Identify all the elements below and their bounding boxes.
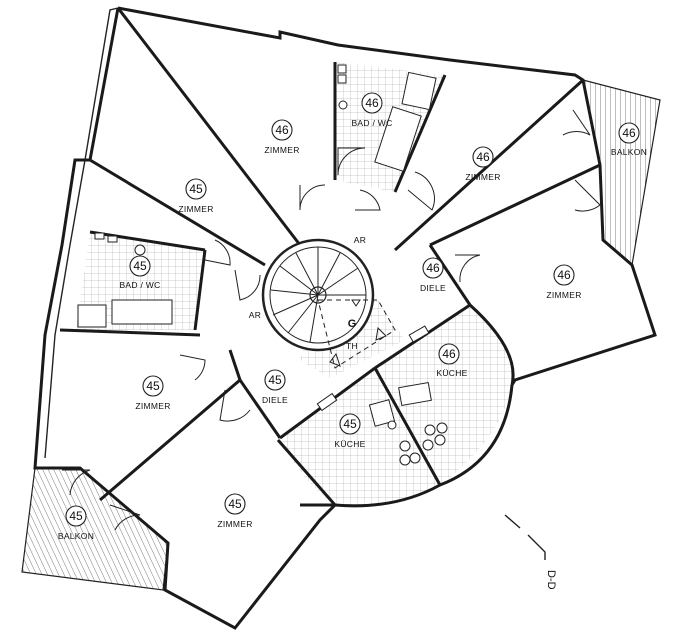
unit-number: 45 xyxy=(228,497,242,511)
ar-top-label: AR xyxy=(354,235,366,245)
unit-number: 46 xyxy=(275,123,289,137)
marker-triangle-3 xyxy=(351,299,361,307)
unit-number: 46 xyxy=(442,347,456,361)
kitchen-45-fixtures xyxy=(316,392,421,466)
room-label: DIELE xyxy=(420,283,446,293)
stair-g-label: G xyxy=(348,318,357,330)
unit-number: 45 xyxy=(146,379,160,393)
room-label: ZIMMER xyxy=(178,204,213,214)
marker-triangle xyxy=(375,326,387,341)
room-label: BAD / WC xyxy=(351,118,392,128)
section-label: D-D xyxy=(545,570,557,590)
room-label: BALKON xyxy=(611,147,647,157)
interior-walls xyxy=(59,7,601,507)
unit-number: 45 xyxy=(133,259,147,273)
room-label: BAD / WC xyxy=(119,280,160,290)
unit-number: 45 xyxy=(343,417,357,431)
kitchen-46-tiles xyxy=(375,305,514,485)
room-label: ZIMMER xyxy=(546,290,581,300)
unit-number: 46 xyxy=(476,150,490,164)
stair-th-label: TH xyxy=(346,341,358,351)
room-label: ZIMMER xyxy=(264,145,299,155)
ar-left-label: AR xyxy=(249,310,261,320)
outer-wall xyxy=(33,6,657,630)
room-label: ZIMMER xyxy=(217,519,252,529)
room-label: ZIMMER xyxy=(465,172,500,182)
room-label: KÜCHE xyxy=(334,439,365,449)
kitchen-46-fixtures xyxy=(398,325,448,451)
room-label: ZIMMER xyxy=(135,401,170,411)
kitchen-45-tiles xyxy=(280,368,440,506)
bath-45-fixtures xyxy=(77,232,173,328)
unit-number: 46 xyxy=(622,126,636,140)
outer-wall-inner xyxy=(44,7,119,459)
room-label: BALKON xyxy=(58,531,94,541)
unit-number: 46 xyxy=(557,268,571,282)
door-swings xyxy=(62,109,601,531)
unit-number: 45 xyxy=(268,373,282,387)
unit-number: 45 xyxy=(189,182,203,196)
bath-46-fixtures xyxy=(337,64,437,172)
room-label: DIELE xyxy=(262,395,288,405)
unit-number: 45 xyxy=(69,509,83,523)
marker-triangle-2 xyxy=(329,352,341,367)
spiral-stair xyxy=(261,238,375,352)
unit-number: 46 xyxy=(426,261,440,275)
bathroom-45-tiles xyxy=(76,232,205,330)
unit-badges xyxy=(65,92,640,527)
unit-number: 46 xyxy=(365,96,379,110)
section-marker xyxy=(504,514,546,560)
room-label: KÜCHE xyxy=(436,368,467,378)
